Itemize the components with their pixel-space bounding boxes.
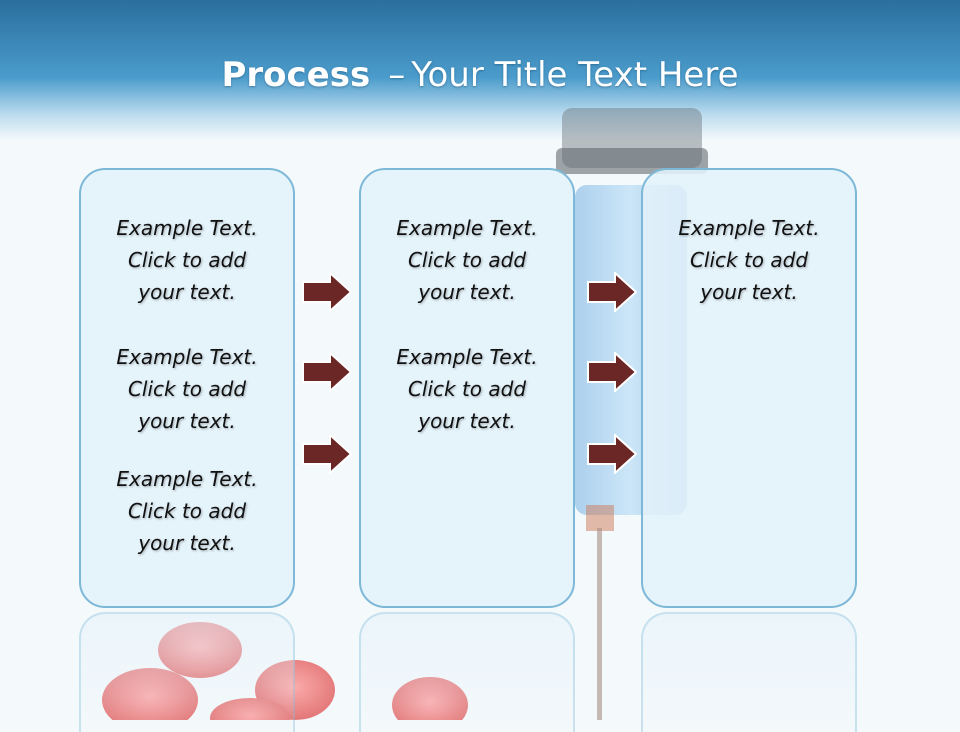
right-arrow-icon	[302, 352, 352, 392]
process-panel-2[interactable]: Example Text. Click to add your text. Ex…	[359, 168, 575, 608]
text-line: Click to add	[689, 248, 809, 272]
title-dash: –	[388, 55, 406, 95]
text-line: Click to add	[127, 499, 247, 523]
text-line: Click to add	[407, 248, 527, 272]
text-line: Example Text.	[678, 216, 820, 240]
text-line: Click to add	[127, 377, 247, 401]
text-block[interactable]: Example Text. Click to add your text.	[81, 463, 293, 559]
right-arrow-icon	[587, 434, 637, 474]
right-arrow-icon	[587, 272, 637, 312]
text-line: Example Text.	[396, 345, 538, 369]
text-line: Example Text.	[396, 216, 538, 240]
text-line: your text.	[700, 280, 798, 304]
text-block[interactable]: Example Text. Click to add your text.	[81, 212, 293, 308]
text-block[interactable]: Example Text. Click to add your text.	[81, 341, 293, 437]
text-block[interactable]: Example Text. Click to add your text.	[361, 341, 573, 437]
text-line: Example Text.	[116, 216, 258, 240]
text-block[interactable]: Example Text. Click to add your text.	[361, 212, 573, 308]
process-panel-3[interactable]: Example Text. Click to add your text.	[641, 168, 857, 608]
process-panel-1[interactable]: Example Text. Click to add your text. Ex…	[79, 168, 295, 608]
text-line: Example Text.	[116, 467, 258, 491]
right-arrow-icon	[302, 434, 352, 474]
text-line: Example Text.	[116, 345, 258, 369]
panel-reflection-3	[641, 612, 857, 732]
right-arrow-icon	[587, 352, 637, 392]
panel-reflection-2	[359, 612, 575, 732]
text-line: Click to add	[127, 248, 247, 272]
slide-title[interactable]: Process–Your Title Text Here	[0, 52, 960, 98]
right-arrow-icon	[302, 272, 352, 312]
text-line: Click to add	[407, 377, 527, 401]
text-block[interactable]: Example Text. Click to add your text.	[643, 212, 855, 308]
text-line: your text.	[418, 409, 516, 433]
title-rest-text: Your Title Text Here	[411, 55, 739, 95]
text-line: your text.	[418, 280, 516, 304]
text-line: your text.	[138, 409, 236, 433]
title-bold-text: Process	[221, 55, 371, 95]
panel-reflection-1	[79, 612, 295, 732]
text-line: your text.	[138, 280, 236, 304]
text-line: your text.	[138, 531, 236, 555]
